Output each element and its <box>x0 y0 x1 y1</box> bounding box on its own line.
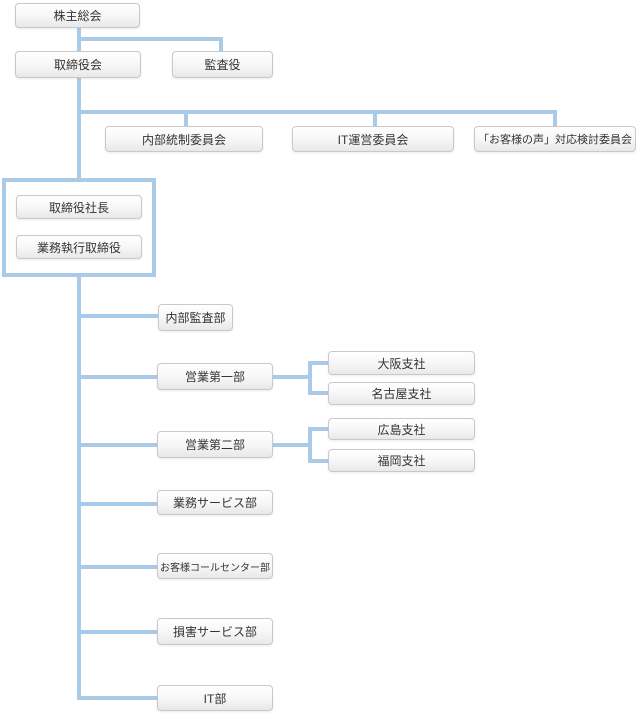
connector-line <box>308 459 328 463</box>
org-node-label: 業務執行取締役 <box>36 240 121 255</box>
org-node-hiroshima-branch: 広島支社 <box>328 418 475 440</box>
connector-line <box>308 361 312 395</box>
connector-line <box>77 314 158 318</box>
connector-line <box>77 565 157 569</box>
org-node-label: 営業第一部 <box>184 370 245 384</box>
org-node-business-service-dept: 業務サービス部 <box>157 490 273 515</box>
org-node-label: 広島支社 <box>377 422 426 437</box>
org-node-osaka-branch: 大阪支社 <box>328 351 475 375</box>
org-node-label: 営業第二部 <box>184 438 245 452</box>
org-node-label: 監査役 <box>204 58 241 72</box>
org-node-sales-dept-2: 営業第二部 <box>157 431 273 458</box>
org-node-president: 取締役社長 <box>16 195 142 219</box>
connector-line <box>77 443 157 447</box>
org-node-customer-call-center-dept: お客様コールセンター部 <box>157 553 273 579</box>
org-node-label: 内部統制委員会 <box>141 132 226 147</box>
org-node-label: 福岡支社 <box>377 454 426 468</box>
connector-line <box>184 114 188 126</box>
connector-line <box>77 696 157 700</box>
org-node-internal-audit-dept: 内部監査部 <box>158 304 233 331</box>
org-node-label: IT部 <box>203 691 227 706</box>
org-node-label: 大阪支社 <box>377 356 426 371</box>
connector-line <box>219 37 223 51</box>
org-node-shareholders-meeting: 株主総会 <box>15 3 140 28</box>
org-node-fukuoka-branch: 福岡支社 <box>328 449 475 472</box>
connector-line <box>77 37 223 41</box>
org-node-board-of-directors: 取締役会 <box>15 51 141 78</box>
org-node-auditor: 監査役 <box>172 51 273 78</box>
org-node-nagoya-branch: 名古屋支社 <box>328 382 475 405</box>
connector-line <box>308 427 328 431</box>
org-node-label: 取締役会 <box>53 58 102 72</box>
org-node-label: 株主総会 <box>53 9 102 23</box>
org-node-label: お客様コールセンター部 <box>160 562 270 574</box>
connector-line <box>77 110 557 114</box>
connector-line <box>77 375 157 379</box>
org-node-executive-director: 業務執行取締役 <box>16 235 142 259</box>
connector-line <box>77 277 81 700</box>
org-node-label: 名古屋支社 <box>371 387 432 401</box>
org-node-it-dept: IT部 <box>157 685 273 711</box>
connector-line <box>77 78 81 178</box>
connector-line <box>77 502 157 506</box>
connector-line <box>308 391 328 395</box>
org-node-label: 損害サービス部 <box>172 625 257 639</box>
org-node-label: 内部監査部 <box>165 311 226 325</box>
org-node-label: IT運営委員会 <box>337 132 409 147</box>
connector-line <box>373 114 377 126</box>
connector-line <box>273 443 308 447</box>
org-node-label: 業務サービス部 <box>172 496 257 510</box>
org-node-it-steering-committee: IT運営委員会 <box>292 126 454 152</box>
connector-line <box>553 114 557 126</box>
org-node-voc-committee: 「お客様の声」対応検討委員会 <box>474 126 636 152</box>
executive-group-box <box>2 178 156 277</box>
org-node-label: 「お客様の声」対応検討委員会 <box>478 134 632 146</box>
connector-line <box>308 361 328 365</box>
org-node-internal-control-committee: 内部統制委員会 <box>105 126 263 152</box>
org-node-label: 取締役社長 <box>48 200 109 215</box>
connector-line <box>77 630 157 634</box>
connector-line <box>273 375 308 379</box>
org-node-sales-dept-1: 営業第一部 <box>157 363 273 390</box>
connector-line <box>308 427 312 463</box>
org-node-claims-service-dept: 損害サービス部 <box>157 618 273 645</box>
